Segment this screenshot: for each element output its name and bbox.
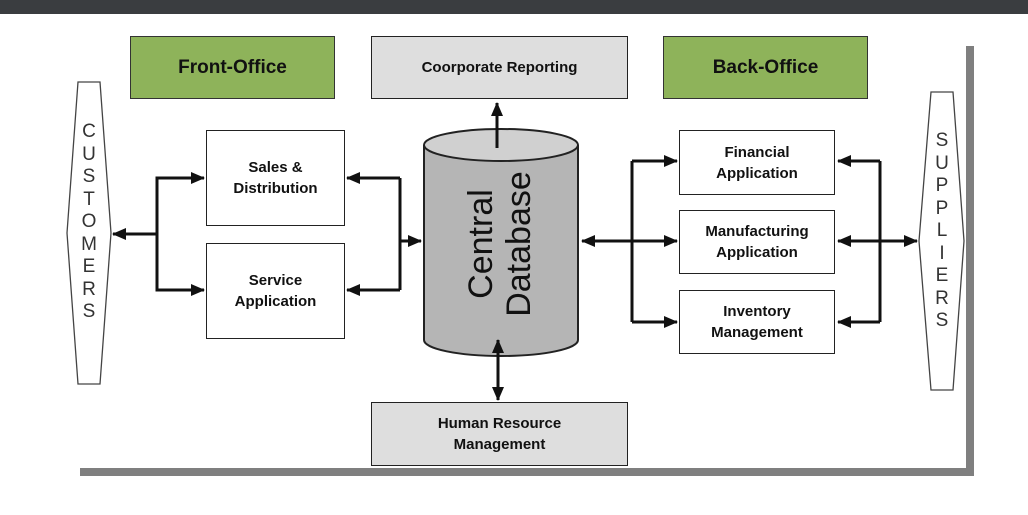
financial-application-box: Financial Application (679, 130, 835, 195)
customers-shape (66, 81, 112, 385)
service-application-box: Service Application (206, 243, 345, 339)
sales-distribution-box: Sales & Distribution (206, 130, 345, 226)
suppliers-shape (918, 91, 965, 391)
suppliers-label: S U P P L I E R S (935, 130, 949, 331)
customers-label: C U S T O M E R S (81, 121, 97, 322)
window-top-bar (0, 0, 1028, 14)
diagram-frame-shadow (80, 46, 974, 476)
back-office-header: Back-Office (663, 36, 868, 99)
central-database-label: Central Database (462, 171, 538, 317)
corporate-reporting-box: Coorporate Reporting (371, 36, 628, 99)
manufacturing-application-box: Manufacturing Application (679, 210, 835, 274)
human-resource-management-box: Human Resource Management (371, 402, 628, 466)
front-office-header: Front-Office (130, 36, 335, 99)
inventory-management-box: Inventory Management (679, 290, 835, 354)
central-database-cylinder (423, 128, 579, 357)
